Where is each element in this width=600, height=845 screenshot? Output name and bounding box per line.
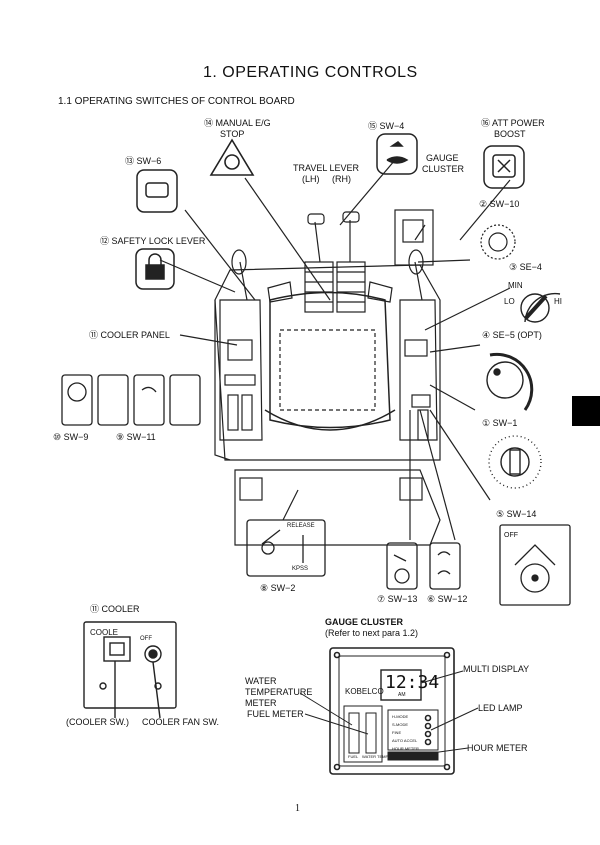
cooler-panel-label: COOLE [90,628,119,637]
sw14-off-label: OFF [504,532,518,539]
callout-sw4: ⑮ SW−4 [368,121,405,131]
page-edge-tab [572,396,600,426]
callout-sw14: ⑤ SW−14 [496,509,537,519]
callout-sw1: ① SW−1 [482,418,518,428]
page-title: 1. OPERATING CONTROLS [203,64,418,81]
callout-sw6: ⑬ SW−6 [125,156,162,166]
callout-sw2: ⑧ SW−2 [260,583,296,593]
cooler-fan-off-label: OFF [140,636,152,642]
mode-label-auto: AUTO ACCEL [392,738,418,743]
callout-travel-lever-line2: (LH) (RH) [302,174,351,184]
callout-att-power-line2: BOOST [494,129,526,139]
section-heading: 1.1 OPERATING SWITCHES OF CONTROL BOARD [58,96,295,107]
callout-sw11: ⑨ SW−11 [116,432,156,442]
callout-gauge-line2: CLUSTER [422,164,465,174]
callout-se5: ④ SE−5 (OPT) [482,330,542,340]
gauge-subheading: (Refer to next para 1.2) [325,628,419,638]
hour-meter-label: HOUR METER [467,743,528,753]
multi-display-label: MULTI DISPLAY [463,664,530,674]
callout-sw9: ⑩ SW−9 [53,432,89,442]
callout-sw10: ② SW−10 [479,199,520,209]
led-lamp-label: LED LAMP [478,703,523,713]
callout-manual-stop-line2: STOP [220,129,245,139]
mode-label-s: S-MODE [392,722,408,727]
callout-cooler-panel: ⑪ COOLER PANEL [89,330,170,340]
gauge-heading: GAUGE CLUSTER [325,617,404,627]
cooler-fan-sw-label: COOLER FAN SW. [142,717,220,727]
cooler-heading: ⑪ COOLER [90,604,140,614]
mode-label-h: H-MODE [392,714,409,719]
release-label: RELEASE [287,523,315,529]
callout-sw12: ⑥ SW−12 [427,594,468,604]
gauge-water-small: WATER TEMP [362,754,389,759]
callout-sw13: ⑦ SW−13 [377,594,418,604]
fuel-meter-label: FUEL METER [247,709,304,719]
multi-display-sub: AM [398,692,406,698]
callout-manual-stop-line1: ⑭ MANUAL E/G [204,118,271,128]
callout-safety-lock: ⑫ SAFETY LOCK LEVER [100,236,206,246]
water-temp-label-line1: WATER [245,676,277,686]
cooler-sw-label: (COOLER SW.) [66,717,130,727]
callout-se4: ③ SE−4 [509,262,542,272]
hour-meter-small: HOUR METER [392,746,419,751]
mode-label-fine: FINE [392,730,402,735]
gauge-brand: KOBELCO [345,687,384,696]
callout-att-power-line1: ⑯ ATT POWER [481,118,545,128]
gauge-fuel-small: FUEL [348,754,359,759]
kpss-label: KPSS [292,566,309,572]
callout-travel-lever-line1: TRAVEL LEVER [293,163,360,173]
multi-display-time: 12:34 [385,672,440,693]
se4-hi-label: HI [554,297,562,306]
se4-min-label: MIN [508,281,523,290]
callout-gauge-line1: GAUGE [426,153,459,163]
page-number: 1 [295,803,300,814]
water-temp-label-line3: METER [245,698,277,708]
se4-lo-label: LO [504,297,515,306]
water-temp-label-line2: TEMPERATURE [245,687,313,697]
